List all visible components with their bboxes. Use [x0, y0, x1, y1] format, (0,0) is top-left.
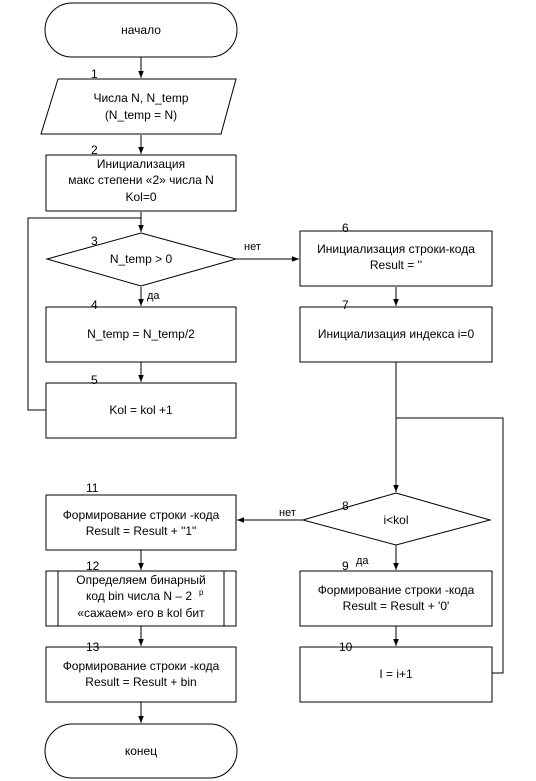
block-6-line-2: Result = '' — [370, 258, 422, 272]
start-terminal: начало — [44, 2, 238, 58]
block-3-condition: N_temp > 0 — [110, 252, 173, 266]
block-8-number: 8 — [342, 499, 349, 513]
block-8-no-label: нет — [279, 507, 296, 519]
block-7-number: 7 — [342, 298, 349, 312]
block-3-decision: 3 N_temp > 0 нет да — [45, 232, 261, 302]
block-5-line-1: Kol = kol +1 — [109, 403, 173, 417]
start-label: начало — [121, 23, 161, 37]
block-8-yes-label: да — [356, 555, 369, 567]
block-4-number: 4 — [91, 298, 98, 312]
block-11-line-2: Result = Result + "1" — [86, 524, 197, 538]
end-terminal: конец — [44, 723, 238, 779]
block-2-line-1: Инициализация — [97, 157, 185, 171]
block-4-line-1: N_temp = N_temp/2 — [87, 327, 195, 341]
block-5-number: 5 — [91, 373, 98, 387]
block-9-process: 9 Формирование строки -кода Result = Res… — [299, 559, 493, 627]
block-1-line-2: (N_temp = N) — [105, 108, 177, 122]
end-label: конец — [125, 744, 157, 758]
block-12-number: 12 — [86, 559, 100, 573]
block-11-number: 11 — [86, 481, 99, 495]
block-12-line-3: «сажаем» его в kol бит — [77, 606, 205, 620]
block-1-number: 1 — [91, 67, 98, 81]
block-2-line-3: Kol=0 — [125, 190, 156, 204]
block-12-line-1: Определяем бинарный — [76, 573, 205, 587]
block-5-process: 5 Kol = kol +1 — [45, 373, 237, 439]
block-12-predefined-process: 12 Определяем бинарный код bin числа N –… — [45, 559, 237, 627]
block-2-process: 2 Инициализация макс степени «2» числа N… — [45, 143, 237, 212]
block-13-line-2: Result = Result + bin — [85, 675, 196, 689]
block-6-process: 6 Инициализация строки-кода Result = '' — [299, 221, 493, 287]
block-11-line-1: Формирование строки -кода — [63, 508, 220, 522]
block-3-number: 3 — [91, 234, 98, 248]
block-3-no-label: нет — [244, 241, 261, 253]
block-10-process: 10 I = i+1 — [299, 640, 493, 703]
block-1-input: 1 Числа N, N_temp (N_temp = N) — [40, 67, 237, 135]
block-7-process: 7 Инициализация индекса i=0 — [299, 298, 493, 363]
block-13-line-1: Формирование строки -кода — [63, 659, 220, 673]
block-2-line-2: макс степени «2» числа N — [68, 173, 214, 187]
block-3-yes-label: да — [147, 290, 160, 302]
block-13-process: 13 Формирование строки -кода Result = Re… — [45, 640, 237, 703]
block-6-line-1: Инициализация строки-кода — [317, 242, 475, 256]
block-10-line-1: I = i+1 — [379, 667, 413, 681]
block-9-number: 9 — [342, 559, 349, 573]
block-4-process: 4 N_temp = N_temp/2 — [45, 298, 237, 363]
block-8-condition: i<kol — [383, 513, 408, 527]
block-1-line-1: Числа N, N_temp — [93, 91, 188, 105]
edge-5-loop-to-3 — [27, 217, 141, 411]
block-2-number: 2 — [91, 143, 98, 157]
block-10-number: 10 — [339, 640, 353, 654]
block-13-number: 13 — [86, 640, 100, 654]
block-11-process: 11 Формирование строки -кода Result = Re… — [45, 481, 237, 551]
block-9-line-1: Формирование строки -кода — [318, 583, 475, 597]
block-12-line-2: код bin числа N – 2 — [86, 589, 192, 603]
connectors — [27, 57, 504, 723]
edge-10-loop-to-8 — [396, 417, 504, 674]
block-9-line-2: Result = Result + '0' — [343, 599, 450, 613]
block-6-number: 6 — [342, 221, 349, 235]
block-12-superscript: p — [199, 588, 204, 597]
block-7-line-1: Инициализация индекса i=0 — [318, 327, 475, 341]
block-8-decision: 8 i<kol нет да — [279, 492, 492, 567]
